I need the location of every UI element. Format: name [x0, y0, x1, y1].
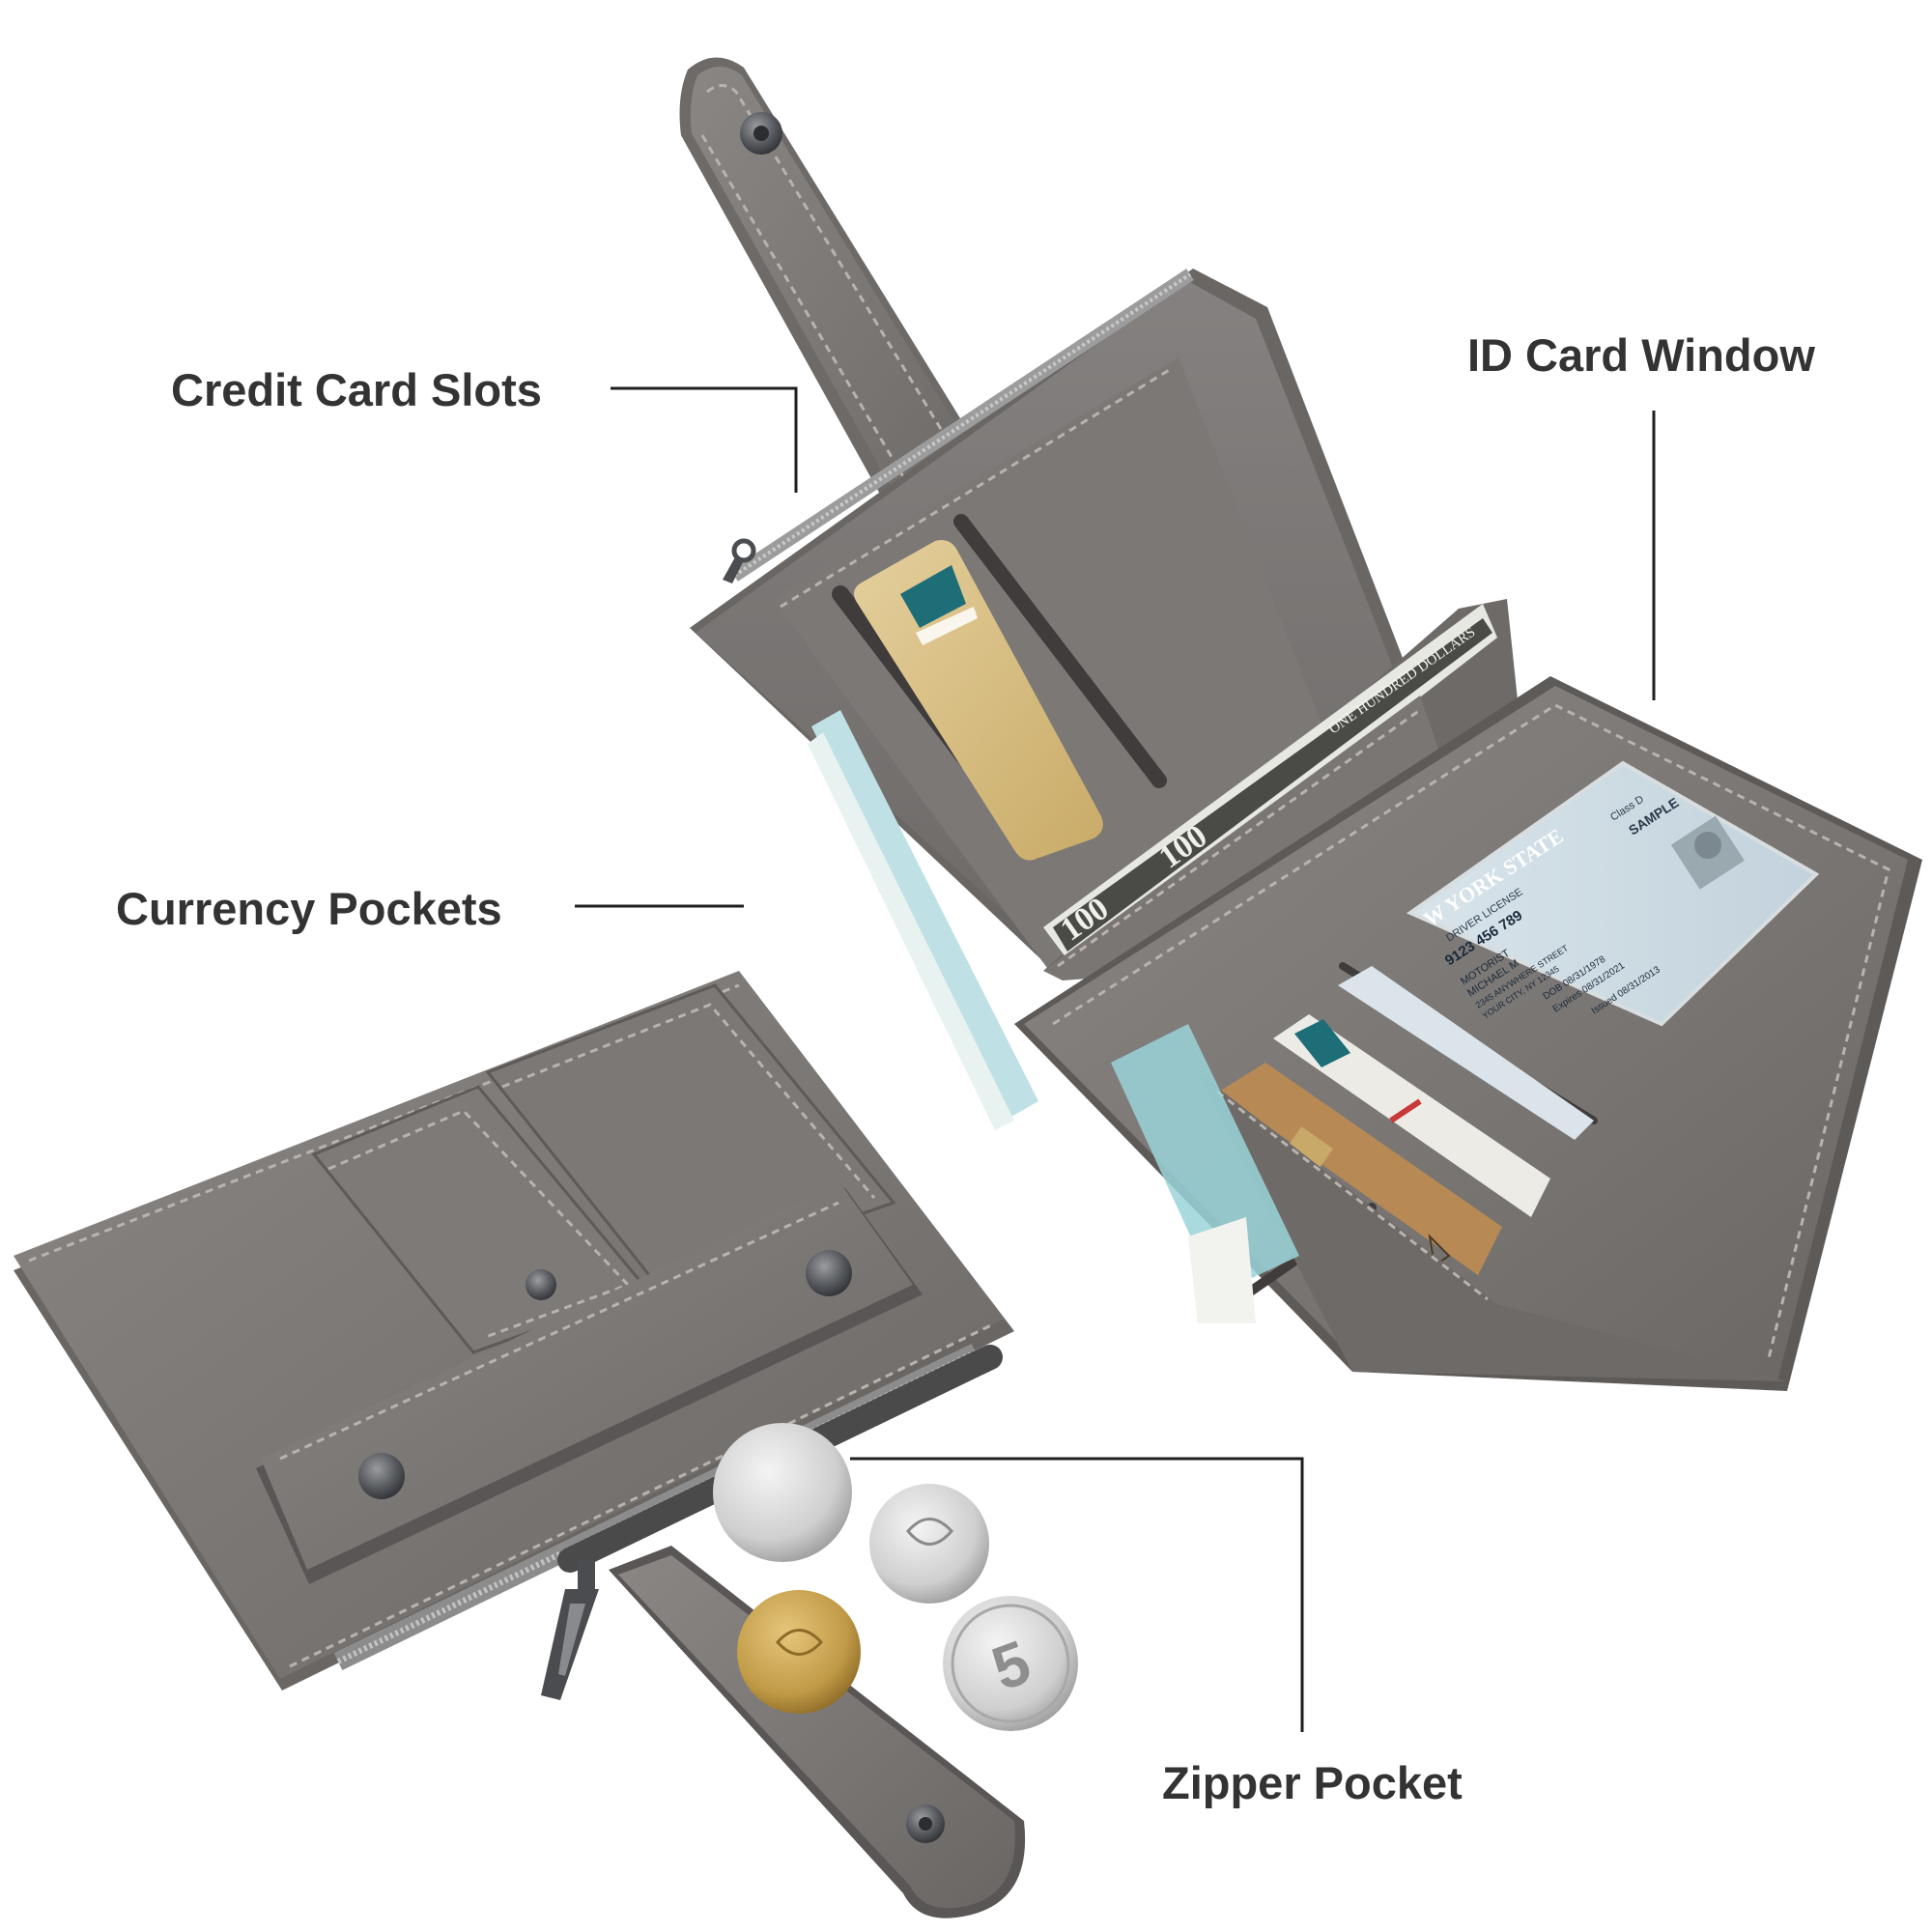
currency-pockets-label: Currency Pockets — [116, 883, 502, 934]
silver-coin-tucked — [713, 1423, 852, 1562]
zipper-pocket-leader — [850, 1457, 1304, 1732]
credit-card-slots-leader — [611, 386, 798, 493]
coins: 5 — [713, 1423, 1078, 1731]
silver-coin-five — [943, 1596, 1078, 1731]
bottom-snap-strap — [609, 1546, 1026, 1918]
id-card-window-label: ID Card Window — [1467, 329, 1815, 381]
id-panel-card-slots — [1198, 962, 1787, 1381]
zipper-pull-icon — [541, 1560, 599, 1700]
closed-wallet: 5 — [14, 971, 1078, 1918]
credit-card-slots-label: Credit Card Slots — [171, 364, 542, 415]
gold-credit-card — [854, 540, 1103, 861]
brass-coin — [737, 1590, 861, 1714]
open-wallet: ONE HUNDRED DOLLARS 100 100 W YORK STATE… — [679, 57, 1922, 1391]
zipper-pocket-label: Zipper Pocket — [1162, 1757, 1463, 1808]
strap-snap-icon-left — [358, 1453, 405, 1499]
strap-snap-icon-right — [806, 1250, 852, 1296]
zipper-pull-icon — [723, 538, 756, 583]
center-rivet-icon — [526, 1269, 556, 1300]
callout-lines — [575, 386, 1656, 1732]
